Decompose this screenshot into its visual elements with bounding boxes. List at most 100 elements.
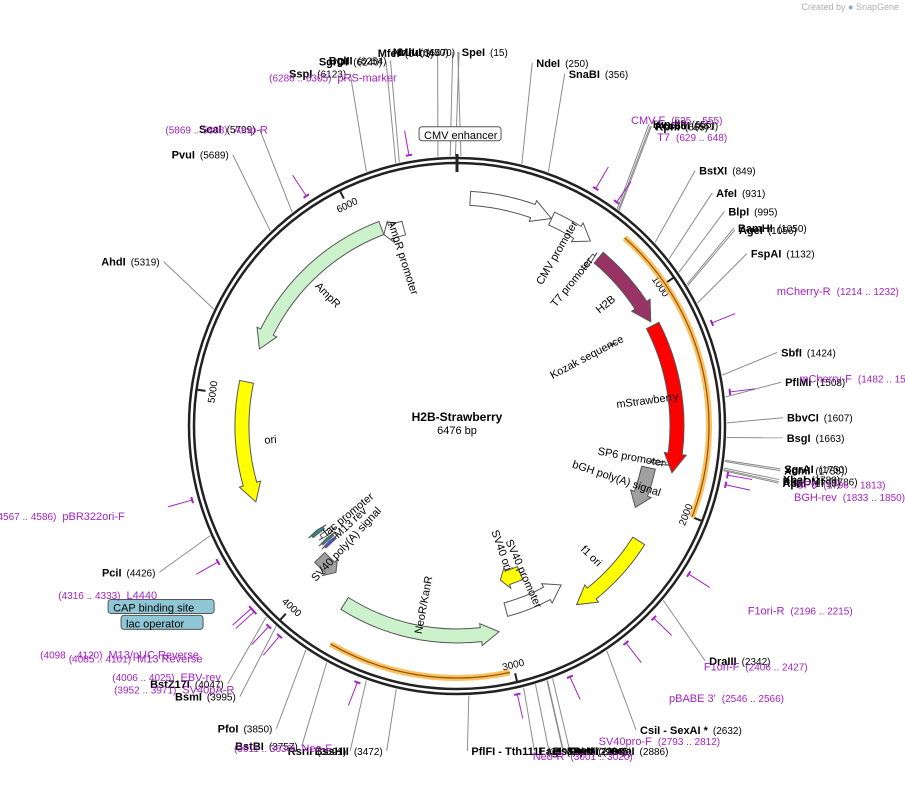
site-bglii: BglII(6254) bbox=[329, 56, 387, 68]
site-bsgi: BsgI(1663) bbox=[787, 433, 845, 445]
site-blpi: BlpI(995) bbox=[728, 206, 777, 218]
primer-leader bbox=[195, 561, 219, 575]
primer-sv40pro-f: SV40pro-F(2793 .. 2812) bbox=[599, 736, 720, 748]
snapgene-logo: ● bbox=[848, 2, 854, 12]
feature-ampr bbox=[256, 220, 385, 350]
feature-label-text: lac operator bbox=[126, 618, 184, 630]
site-label: BlpI(995) bbox=[728, 206, 777, 218]
orf-arc-line bbox=[624, 237, 710, 518]
feature-label-box bbox=[120, 614, 204, 630]
orf-arcs bbox=[329, 235, 712, 681]
feature-label-lac-operator: lac operator bbox=[120, 614, 204, 630]
feature-label-f1-ori: f1 ori bbox=[578, 544, 604, 570]
primer-m13-puc-reverse: (4098 .. 4120)M13/pUC Reverse bbox=[40, 649, 199, 661]
tick-mark bbox=[665, 277, 674, 284]
site-pflfi: PflFI - Tth111I(3193) bbox=[471, 746, 576, 758]
site-label: NdeI(250) bbox=[536, 58, 588, 70]
feature-label-h2b: H2B bbox=[594, 293, 618, 316]
primer-label: (5869 .. 5888)Amp-R bbox=[165, 124, 268, 136]
primer-label: (4316 .. 4333)L4440 bbox=[58, 590, 157, 602]
site-leader bbox=[389, 60, 400, 163]
feature-label-neor-kanr: NeoR/KanR bbox=[413, 575, 435, 635]
site-leader bbox=[668, 192, 713, 260]
feature-sp6-promoter bbox=[647, 459, 670, 466]
site-leader bbox=[678, 211, 725, 273]
feature-label-sp6-promoter: SP6 promoter bbox=[597, 446, 666, 470]
primer-neo-r: Neo-R(3001 .. 3020) bbox=[533, 751, 633, 763]
primer-leader bbox=[516, 694, 524, 719]
feature-mstrawberry bbox=[645, 321, 688, 474]
site-leader bbox=[547, 73, 566, 173]
feature-label-ori: ori bbox=[264, 434, 277, 447]
site-smai: SmaI(2888) bbox=[567, 746, 627, 758]
site-leader bbox=[724, 459, 781, 470]
site-leader bbox=[697, 253, 748, 304]
primer-label: (4006 .. 4025)EBV-rev bbox=[112, 672, 221, 684]
site-label: Acc65I(661) bbox=[654, 121, 718, 133]
primer-mark bbox=[248, 605, 255, 612]
site-leader bbox=[163, 261, 215, 310]
primer-leader bbox=[251, 626, 270, 646]
site-leader bbox=[686, 227, 735, 285]
site-leader bbox=[723, 470, 779, 484]
primer-leader bbox=[292, 174, 307, 197]
primer-neo-f: (3611 .. 3630)Neo-F bbox=[234, 743, 332, 755]
site-label: HindIII(655) bbox=[653, 119, 715, 131]
primer-mcherry-r: mCherry-R(1214 .. 1232) bbox=[777, 286, 899, 298]
primer-mark bbox=[613, 199, 620, 205]
site-leader bbox=[227, 616, 267, 685]
feature-cmv-enhancer bbox=[469, 190, 553, 222]
site-label: AhdI(5319) bbox=[101, 257, 159, 269]
feature-label-box bbox=[418, 126, 502, 142]
site-apai: ApaI(1790) bbox=[782, 478, 840, 490]
primer-mark bbox=[686, 570, 692, 578]
primer-leader bbox=[727, 474, 753, 481]
site-label: PflFI - Tth111I(3193) bbox=[471, 746, 576, 758]
feature-sv40-ori bbox=[499, 565, 524, 590]
feature-label-cmv-enhancer: CMV enhancer bbox=[418, 126, 502, 142]
site-leader bbox=[386, 688, 397, 752]
feature-label-kozak-sequence: Kozak sequence bbox=[548, 333, 626, 381]
site-leader bbox=[726, 417, 784, 424]
site-nrui: NruI(6450) bbox=[393, 47, 449, 59]
site-leader bbox=[724, 461, 781, 472]
primer-leader bbox=[232, 608, 252, 626]
primer-mark bbox=[405, 153, 413, 157]
primers: CMV-F(535 .. 555)T7(629 .. 648)mCherry-R… bbox=[0, 72, 905, 763]
site-leader bbox=[723, 467, 780, 481]
primer-label: SV40pro-F(2793 .. 2812) bbox=[599, 736, 720, 748]
site-pflmi: PflMI(1508) bbox=[785, 377, 845, 389]
site-leader bbox=[301, 662, 328, 747]
feature-bgh-poly-a-signal bbox=[629, 465, 656, 509]
tick-mark bbox=[279, 613, 287, 621]
primer-prs-marker: (6286 .. 6305)pRS-marker bbox=[269, 72, 397, 84]
site-leader bbox=[654, 170, 696, 243]
site-leader bbox=[349, 680, 367, 752]
site-bbvci: BbvCI(1607) bbox=[787, 413, 853, 425]
feature-label-text: CAP binding site bbox=[113, 602, 194, 614]
site-label: BsaBI *(2934) bbox=[553, 746, 625, 758]
site-hindiii: HindIII(655) bbox=[653, 119, 715, 131]
feature-label-cap-binding-site: CAP binding site bbox=[107, 598, 215, 614]
site-label: XcmI(1755) bbox=[784, 466, 844, 478]
tick-mark bbox=[693, 516, 702, 522]
primer-leader bbox=[404, 130, 410, 156]
site-leader bbox=[385, 61, 397, 164]
tick-label: 5000 bbox=[207, 380, 221, 404]
feature-t7-promoter bbox=[582, 252, 598, 271]
site-bsabi: BsaBI *(2934) bbox=[553, 746, 625, 758]
primer-ebv-rev: (4006 .. 4025)EBV-rev bbox=[112, 672, 221, 684]
primer-mark bbox=[726, 471, 730, 479]
site-label: DraIII(2342) bbox=[709, 656, 770, 668]
primer-leader bbox=[653, 617, 673, 636]
site-label: BssHII(3472) bbox=[315, 746, 383, 758]
tick-label: 6000 bbox=[335, 196, 360, 216]
site-bsshii: BssHII(3472) bbox=[315, 746, 383, 758]
feature-kozak-sequence bbox=[607, 342, 617, 348]
site-pcii: PciI(4426) bbox=[102, 567, 155, 579]
site-leader bbox=[546, 680, 564, 752]
site-fspai: FspAI(1132) bbox=[751, 249, 815, 261]
primer-sp6: SP6(1796 .. 1813) bbox=[796, 479, 885, 491]
primer-label: SP6(1796 .. 1813) bbox=[796, 479, 885, 491]
site-draiii: DraIII(2342) bbox=[709, 656, 770, 668]
